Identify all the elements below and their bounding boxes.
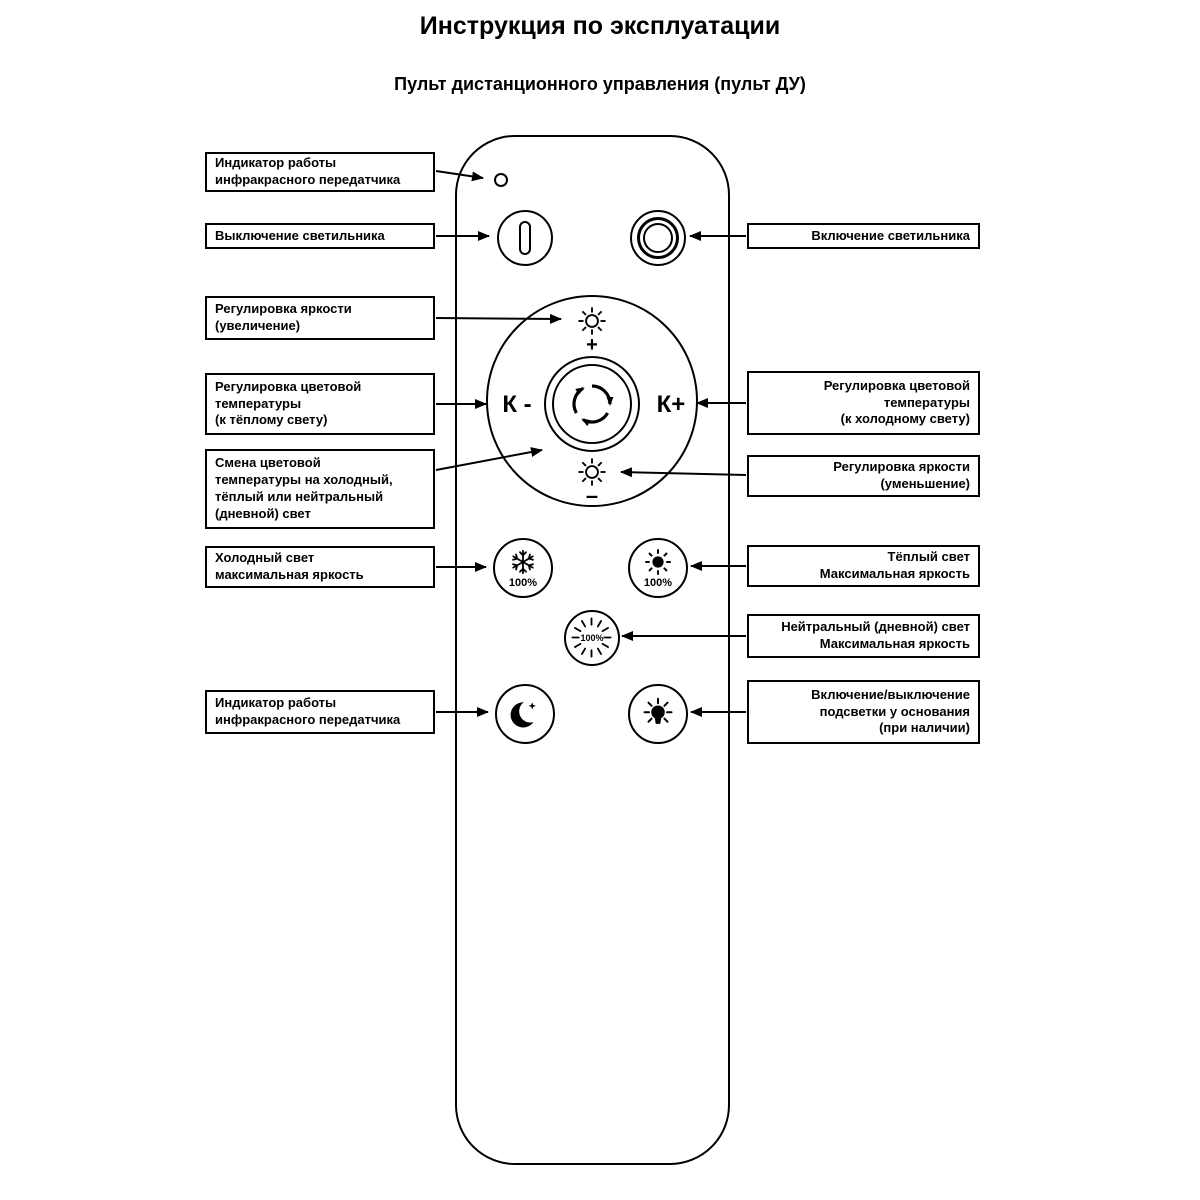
page-subtitle: Пульт дистанционного управления (пульт Д… [394, 74, 806, 94]
power-on-inner-ring-icon [643, 223, 673, 253]
callout-power-off: Выключение светильника [205, 223, 435, 249]
callout-ir-indicator-top: Индикатор работы инфракрасного передатчи… [205, 152, 435, 192]
night-mode-button [495, 684, 555, 744]
plus-sign: + [586, 334, 598, 356]
callout-color-temp-warm: Регулировка цветовой температуры (к тёпл… [205, 373, 435, 435]
neutral-max-button: 100% [564, 610, 620, 666]
power-off-bar-icon [519, 221, 531, 255]
power-on-button [630, 210, 686, 266]
cold-max-button: 100% [493, 538, 553, 598]
k-minus-label: К - [502, 391, 532, 418]
bulb-icon [643, 697, 673, 724]
callout-cold-max: Холодный свет максимальная яркость [205, 546, 435, 588]
page-title: Инструкция по эксплуатации [419, 12, 781, 40]
callout-color-temp-cold: Регулировка цветовой температуры (к холо… [747, 371, 980, 435]
color-cycle-knob-inner [552, 364, 632, 444]
callout-power-on: Включение светильника [747, 223, 980, 249]
brightness-up-sun-icon [578, 307, 606, 335]
minus-sign: – [585, 483, 599, 508]
callout-ir-indicator-bottom: Индикатор работы инфракрасного передатчи… [205, 690, 435, 734]
callout-brightness-up: Регулировка яркости (увеличение) [205, 296, 435, 340]
callout-base-backlight: Включение/выключение подсветки у основан… [747, 680, 980, 744]
base-backlight-button [628, 684, 688, 744]
filled-sun-icon [645, 549, 671, 575]
warm-pct-label: 100% [643, 577, 673, 589]
warm-max-button: 100% [628, 538, 688, 598]
neutral-pct-label: 100% [580, 633, 604, 643]
callout-neutral-max: Нейтральный (дневной) свет Максимальная … [747, 614, 980, 658]
star-icon [528, 702, 536, 710]
color-cycle-knob [544, 356, 640, 452]
ir-led [494, 173, 508, 187]
power-on-ring-icon [637, 217, 679, 259]
callout-warm-max: Тёплый свет Максимальная яркость [747, 545, 980, 587]
brightness-down-sun-icon [578, 458, 606, 486]
snowflake-icon [510, 549, 536, 575]
cold-pct-label: 100% [508, 577, 538, 589]
cycle-arrows-icon [572, 384, 614, 427]
moon-icon [510, 700, 542, 728]
callout-brightness-down: Регулировка яркости (уменьшение) [747, 455, 980, 497]
callout-color-temp-cycle: Смена цветовой температуры на холодный, … [205, 449, 435, 529]
power-off-button [497, 210, 553, 266]
k-plus-label: К+ [656, 391, 686, 418]
remote-body: + К - К+ [455, 135, 730, 1165]
